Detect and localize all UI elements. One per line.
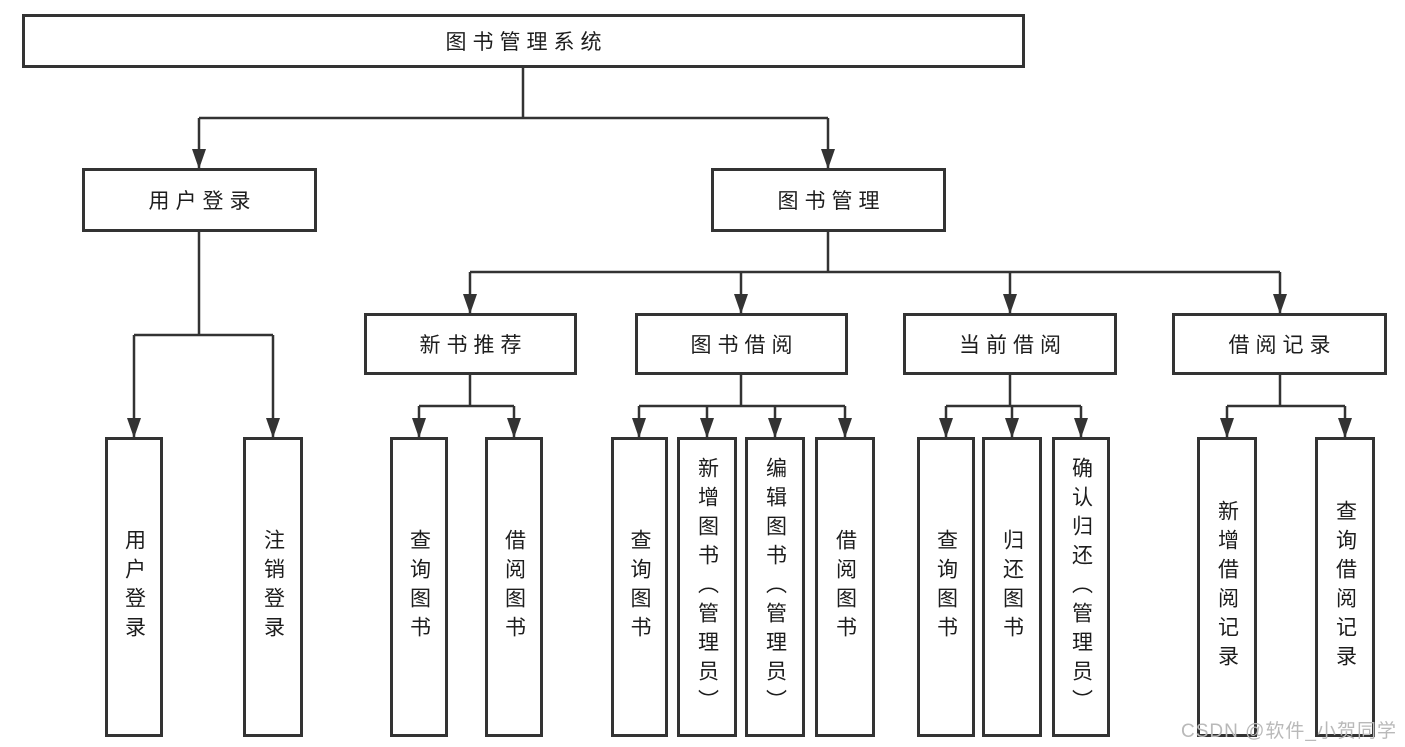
leaf-newrec-query-books: 查询图书 [390,437,448,737]
node-label: 借阅记录 [1228,334,1337,357]
leaf-user-login: 用户登录 [105,437,163,737]
leaf-borrow-borrow-books: 借阅图书 [815,437,875,737]
leaf-records-query-borrow-record: 查询借阅记录 [1315,437,1375,737]
node-book-borrowing: 图书借阅 [635,313,848,375]
leaf-newrec-borrow-books: 借阅图书 [485,437,543,737]
node-label: 借阅图书 [502,529,526,645]
leaf-borrow-add-books-admin: 新增图书（管理员） [677,437,737,737]
node-current-borrowing: 当前借阅 [903,313,1117,375]
node-label: 新增借阅记录 [1215,500,1239,674]
node-label: 查询图书 [407,529,431,645]
leaf-borrow-edit-books-admin: 编辑图书（管理员） [745,437,805,737]
node-borrow-records: 借阅记录 [1172,313,1387,375]
node-label: 查询借阅记录 [1333,500,1357,674]
leaf-current-confirm-return-admin: 确认归还（管理员） [1052,437,1110,737]
node-label: 图书管理系统 [445,31,608,54]
node-book-management: 图书管理 [711,168,946,232]
node-label: 借阅图书 [833,529,857,645]
node-label: 用户登录 [122,529,146,645]
node-new-book-recommend: 新书推荐 [364,313,577,375]
node-user-login: 用户登录 [82,168,317,232]
node-label: 图书借阅 [690,334,799,357]
node-label: 查询图书 [934,529,958,645]
node-label: 图书管理 [777,190,886,213]
csdn-watermark: CSDN @软件_小贺同学 [1181,721,1397,742]
leaf-logout: 注销登录 [243,437,303,737]
leaf-current-query-books: 查询图书 [917,437,975,737]
leaf-current-return-books: 归还图书 [982,437,1042,737]
node-label: 编辑图书（管理员） [763,456,787,718]
node-label: 当前借阅 [959,334,1067,357]
leaf-borrow-query-books: 查询图书 [611,437,668,737]
leaf-records-add-borrow-record: 新增借阅记录 [1197,437,1257,737]
node-label: 查询图书 [628,529,651,645]
node-label: 新书推荐 [419,334,528,357]
node-label: 新增图书（管理员） [695,456,719,718]
node-system-root: 图书管理系统 [22,14,1025,68]
node-label: 确认归还（管理员） [1069,456,1093,718]
node-label: 归还图书 [1000,529,1024,645]
node-label: 用户登录 [148,190,257,213]
node-label: 注销登录 [261,529,285,645]
